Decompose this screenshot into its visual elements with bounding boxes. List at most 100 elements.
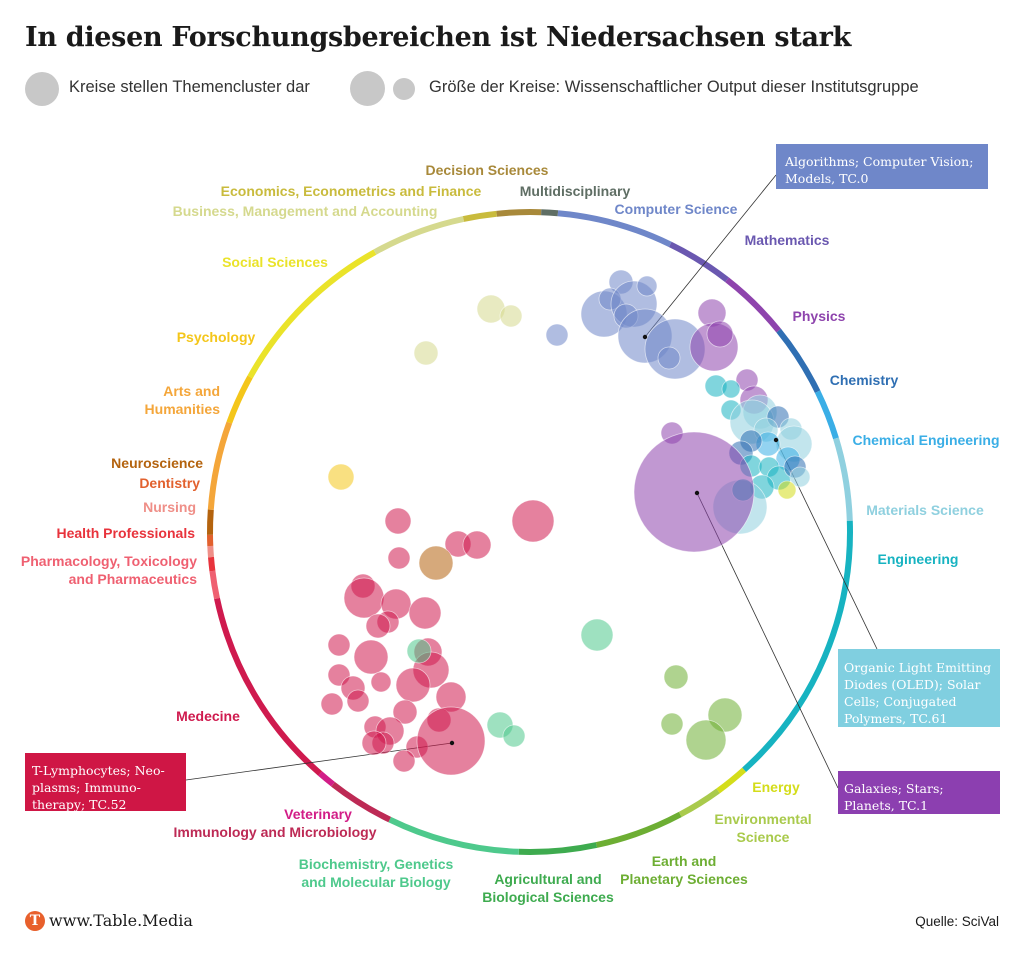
subject-label-health-professionals: Health Professionals: [57, 525, 196, 541]
leader-line-0: [644, 174, 777, 338]
ring-segment-social-sciences: [247, 249, 377, 379]
callout-text-3: T-Lymphocytes; Neo-plasms; Immuno-therap…: [32, 763, 165, 812]
bubble-55[interactable]: [327, 633, 351, 657]
bubble-80[interactable]: [660, 712, 684, 736]
brand-logo: T: [25, 911, 45, 931]
bubble-74[interactable]: [416, 706, 486, 776]
subject-label-dentistry: Dentistry: [139, 475, 200, 491]
ring-segment-biochemistry-genetics-and-molecular-biology: [388, 816, 519, 855]
topic-bubbles: [320, 269, 813, 776]
brand-url[interactable]: www.Table.Media: [49, 911, 193, 930]
ring-segment-arts-and-humanities: [207, 421, 233, 510]
leader-dot-1: [773, 437, 779, 443]
subject-label-energy: Energy: [752, 779, 800, 795]
leader-dot-0: [642, 334, 648, 340]
bubble-16[interactable]: [706, 320, 734, 348]
ring-segment-physics: [725, 277, 782, 333]
legend: Kreise stellen Themencluster dar Größe d…: [25, 70, 1015, 106]
bubble-82[interactable]: [685, 719, 727, 761]
legend-size-text: Größe der Kreise: Wissenschaftlicher Out…: [429, 78, 919, 96]
ring-segment-mathematics: [668, 241, 729, 283]
subject-label-physics: Physics: [793, 308, 846, 324]
bubble-10[interactable]: [636, 275, 658, 297]
bubble-61[interactable]: [370, 671, 392, 693]
bubble-56[interactable]: [353, 639, 389, 675]
bubble-60[interactable]: [395, 667, 431, 703]
ring-segment-veterinary: [318, 771, 335, 787]
ring-segment-nursing: [207, 545, 214, 558]
bubble-13[interactable]: [657, 346, 681, 370]
leader-dot-3: [449, 740, 455, 746]
ring-segment-materials-science: [833, 437, 853, 521]
ring-segment-business-management-and-accounting: [373, 216, 465, 255]
subject-label-mathematics: Mathematics: [745, 232, 830, 248]
subject-label-decision-sciences: Decision Sciences: [426, 162, 549, 178]
callout-box-0: [776, 144, 988, 189]
subject-label-neuroscience: Neuroscience: [111, 455, 203, 471]
bubble-46[interactable]: [462, 530, 492, 560]
subject-labels: Decision SciencesMultidisciplinaryComput…: [21, 162, 1000, 905]
bubble-63[interactable]: [346, 689, 370, 713]
subject-label-business-management-and-accounting: Business, Management and Accounting: [173, 203, 438, 219]
bubble-1[interactable]: [499, 304, 523, 328]
ring-segment-psychology: [226, 375, 253, 424]
ring-segment-chemical-engineering: [814, 390, 839, 440]
bubble-47[interactable]: [387, 546, 411, 570]
bubble-75[interactable]: [406, 638, 432, 664]
subject-label-veterinary: Veterinary: [284, 806, 352, 822]
bubble-48[interactable]: [418, 545, 454, 581]
ring-segment-chemistry: [776, 328, 821, 394]
bubble-2[interactable]: [413, 340, 439, 366]
bubble-3[interactable]: [327, 463, 355, 491]
bubble-71[interactable]: [361, 730, 387, 756]
bubble-54[interactable]: [365, 613, 391, 639]
subject-label-immunology-and-microbiology: Immunology and Microbiology: [174, 824, 377, 840]
callouts: Algorithms; Computer Vision;Models, TC.0…: [25, 144, 1000, 814]
subject-label-chemistry: Chemistry: [830, 372, 899, 388]
subject-label-chemical-engineering: Chemical Engineering: [852, 432, 999, 448]
bubble-39[interactable]: [777, 480, 797, 500]
source-note: Quelle: SciVal: [915, 914, 999, 929]
bubble-42[interactable]: [633, 431, 755, 553]
legend-size-circle-large: [350, 71, 385, 106]
ring-segment-computer-science: [557, 210, 672, 248]
subject-label-social-sciences: Social Sciences: [222, 254, 328, 270]
bubble-73[interactable]: [392, 749, 416, 773]
bubble-44[interactable]: [384, 507, 412, 535]
bubble-66[interactable]: [392, 699, 418, 725]
ring-segment-economics-econometrics-and-finance: [462, 210, 497, 222]
bubble-65[interactable]: [320, 692, 344, 716]
subject-label-engineering: Engineering: [878, 551, 959, 567]
ring-segment-engineering: [742, 520, 853, 773]
subject-label-materials-science: Materials Science: [866, 502, 984, 518]
callout-box-2: [838, 771, 1000, 814]
bubble-4[interactable]: [545, 323, 569, 347]
bubble-76[interactable]: [580, 618, 614, 652]
ring-segment-health-professionals: [208, 556, 216, 572]
legend-circle-large: [25, 72, 59, 106]
callout-box-3: [25, 753, 186, 811]
subject-label-psychology: Psychology: [177, 329, 256, 345]
bubble-38[interactable]: [789, 466, 811, 488]
bubble-21[interactable]: [721, 379, 741, 399]
bubble-79[interactable]: [663, 664, 689, 690]
bubble-43[interactable]: [511, 499, 555, 543]
callout-box-1: [838, 649, 1000, 727]
callout-text-0: Algorithms; Computer Vision;Models, TC.0: [784, 154, 973, 186]
bubble-50[interactable]: [343, 577, 385, 619]
ring-segment-neuroscience: [206, 509, 214, 535]
legend-size-circle-small: [393, 78, 415, 100]
ring-segment-agricultural-and-biological-sciences: [518, 842, 598, 855]
bubble-52[interactable]: [408, 596, 442, 630]
ring-segment-immunology-and-microbiology: [331, 781, 392, 823]
bubble-78[interactable]: [502, 724, 526, 748]
subject-label-nursing: Nursing: [143, 499, 196, 515]
